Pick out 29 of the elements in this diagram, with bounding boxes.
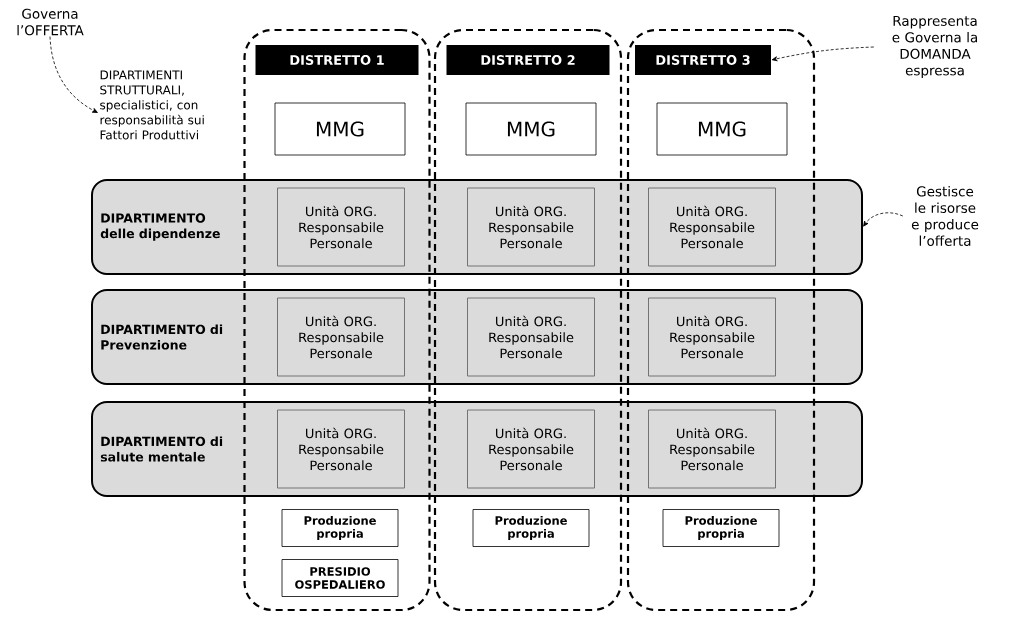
- unit-box: Unità ORG. Responsabile Personale: [467, 409, 595, 489]
- mmg-box: MMG: [656, 102, 788, 156]
- arrow: [771, 46, 875, 62]
- production-box: Produzione propria: [281, 509, 399, 547]
- mmg-box: MMG: [465, 102, 597, 156]
- district-header: DISTRETTO 2: [446, 45, 610, 75]
- district-column: [243, 28, 431, 612]
- arrow: [49, 36, 98, 113]
- unit-box: Unità ORG. Responsabile Personale: [648, 187, 776, 267]
- district-column: [626, 28, 816, 612]
- hospital-box: PRESIDIO OSPEDALIERO: [281, 559, 399, 597]
- annotation-text: Rappresenta e Governa la DOMANDA espressa: [892, 15, 977, 79]
- unit-box: Unità ORG. Responsabile Personale: [277, 187, 405, 267]
- unit-box: Unità ORG. Responsabile Personale: [277, 409, 405, 489]
- unit-box: Unità ORG. Responsabile Personale: [467, 297, 595, 377]
- unit-box: Unità ORG. Responsabile Personale: [467, 187, 595, 267]
- district-column: [433, 28, 623, 612]
- annotation-text: Gestisce le risorse e produce l’offerta: [911, 186, 979, 246]
- production-box: Produzione propria: [472, 509, 590, 547]
- district-header: DISTRETTO 1: [255, 45, 419, 75]
- district-header: DISTRETTO 3: [635, 45, 771, 75]
- mmg-box: MMG: [274, 102, 406, 156]
- annotation-text: Governa l’OFFERTA: [17, 8, 84, 36]
- annotation-text: DIPARTIMENTI STRUTTURALI, specialistici, con responsabilità sui Fattori Produttivi: [100, 70, 204, 140]
- unit-box: Unità ORG. Responsabile Personale: [648, 409, 776, 489]
- production-box: Produzione propria: [662, 509, 780, 547]
- unit-box: Unità ORG. Responsabile Personale: [648, 297, 776, 377]
- arrow: [863, 212, 904, 227]
- unit-box: Unità ORG. Responsabile Personale: [277, 297, 405, 377]
